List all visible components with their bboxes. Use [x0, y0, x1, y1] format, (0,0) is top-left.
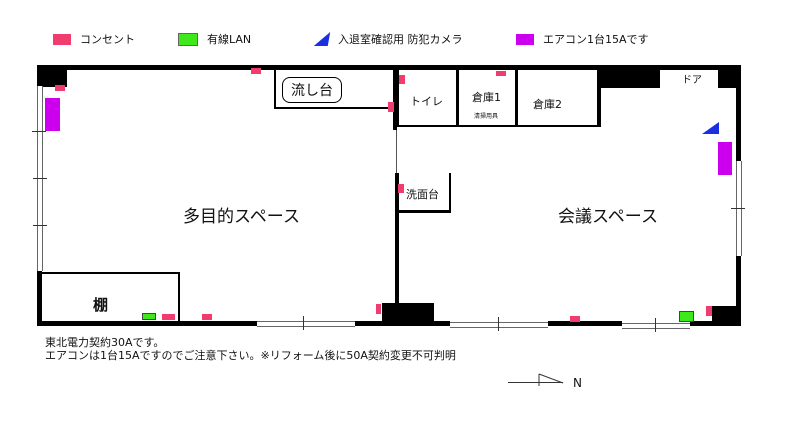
wall-top	[37, 65, 741, 70]
security-camera-icon	[702, 122, 719, 134]
meeting-space-label: 会議スペース	[558, 207, 658, 227]
wall-left-bottom	[37, 271, 42, 326]
compass-line	[508, 382, 563, 383]
wall-right-top	[736, 65, 741, 161]
window-tick	[32, 131, 46, 132]
wall-storage2-right	[598, 70, 601, 127]
wall-bottom-3	[548, 321, 622, 326]
aircon-icon	[45, 98, 60, 131]
outlet-icon	[251, 68, 261, 74]
legend-aircon: エアコン1台15Aです	[516, 31, 649, 47]
outlet-icon	[162, 314, 175, 320]
window-tick	[498, 317, 499, 331]
window-tick	[731, 208, 745, 209]
aircon-swatch-icon	[516, 33, 534, 45]
wall-toilet-storage1	[456, 70, 459, 127]
wall-bottom-1	[37, 321, 257, 326]
door-label: ドア	[682, 75, 702, 86]
legend-camera-label: 入退室確認用 防犯カメラ	[338, 33, 463, 46]
divider-wall-bottom	[395, 173, 399, 303]
legend-outlet-label: コンセント	[80, 33, 135, 46]
outlet-icon	[399, 75, 405, 84]
legend-lan: 有線LAN	[178, 31, 251, 47]
outlet-swatch-icon	[53, 33, 71, 45]
legend-camera: 入退室確認用 防犯カメラ	[313, 31, 463, 47]
aircon-icon	[718, 142, 732, 175]
compass-north-label: N	[573, 376, 582, 390]
window-tick	[655, 318, 656, 332]
divider-thin	[396, 130, 397, 175]
note-line-1: 東北電力契約30Aです。	[45, 336, 165, 349]
wall-storage1-storage2	[515, 70, 518, 127]
storage1-label: 倉庫1	[472, 91, 501, 104]
legend-lan-label: 有線LAN	[207, 33, 252, 46]
window-tick	[303, 316, 304, 330]
divider-wall-top	[393, 70, 397, 130]
compass-arrow-icon	[538, 373, 564, 386]
wall-right-bottom	[736, 256, 741, 326]
corner-block-bottom-right	[712, 306, 741, 326]
outlet-icon	[398, 184, 404, 193]
shelf-area	[40, 272, 180, 324]
sink-label: 流し台	[291, 83, 333, 99]
lan-port-icon	[679, 311, 694, 322]
wall-block-top-right	[600, 65, 660, 88]
window-tick	[33, 178, 47, 179]
shelf-label: 棚	[93, 296, 109, 314]
outlet-icon	[202, 314, 212, 320]
legend-aircon-label: エアコン1台15Aです	[543, 33, 649, 46]
toilet-label: トイレ	[410, 95, 443, 108]
washbasin-wall-right	[449, 173, 451, 213]
outlet-icon	[55, 85, 65, 91]
window-bottom-1	[257, 321, 355, 327]
outlet-icon	[496, 71, 506, 76]
wall-block-top-right-corner	[718, 65, 741, 88]
sink-wall-left	[274, 70, 276, 108]
outlet-icon	[388, 102, 394, 112]
corner-block-top-left	[37, 65, 67, 87]
outlet-icon	[706, 306, 712, 316]
window-bottom-3	[622, 323, 690, 329]
divider-block-bottom	[382, 303, 434, 321]
sink-counter: 流し台	[282, 77, 342, 103]
window-tick	[33, 225, 47, 226]
multipurpose-space-label: 多目的スペース	[183, 207, 300, 227]
lan-port-icon	[142, 313, 156, 320]
washbasin-label: 洗面台	[406, 188, 439, 201]
note-line-2: エアコンは1台15Aですのでご注意下さい。※リフォーム後に50A契約変更不可判明	[45, 349, 456, 362]
washbasin-wall-bottom	[395, 210, 451, 213]
lan-swatch-icon	[178, 32, 198, 46]
sink-wall-bottom	[274, 107, 395, 109]
window-bottom-2	[450, 322, 548, 328]
wall-bottom-2	[355, 321, 450, 326]
storage1-note: 清掃用具	[474, 113, 499, 120]
outlet-icon	[570, 316, 580, 322]
outlet-icon	[376, 304, 381, 314]
camera-triangle-icon	[313, 32, 331, 46]
legend-outlet: コンセント	[53, 31, 135, 47]
storage2-label: 倉庫2	[533, 98, 562, 111]
